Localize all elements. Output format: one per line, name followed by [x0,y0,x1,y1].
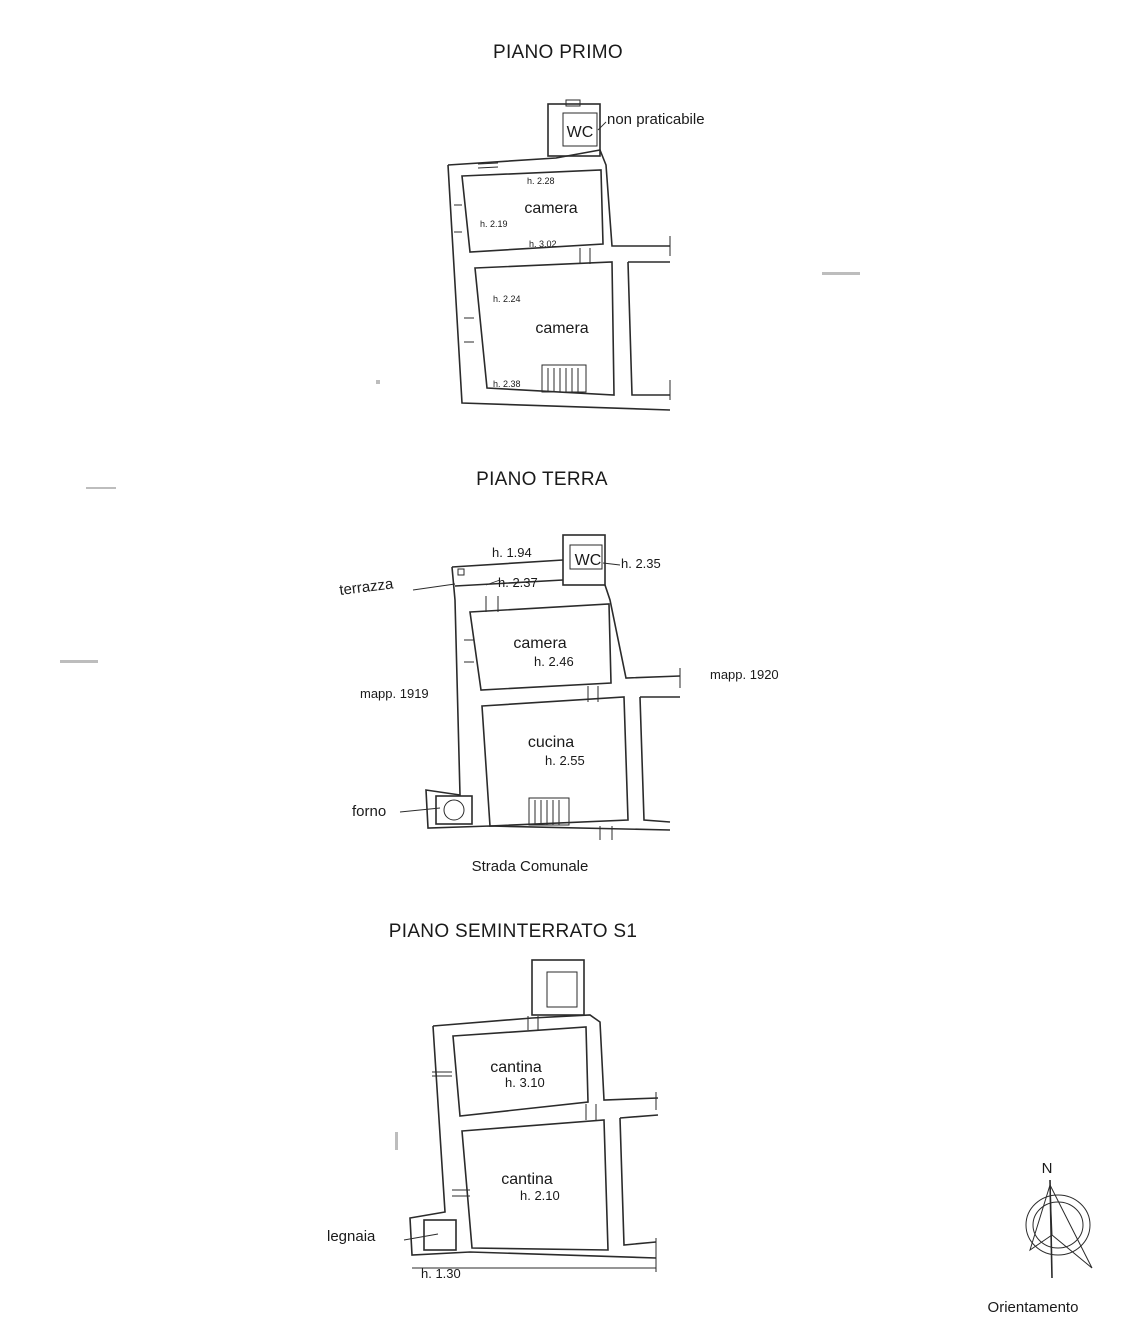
mapp-1920-label: mapp. 1920 [710,667,779,682]
legnaia-label: legnaia [327,1228,376,1245]
primo-height-1: h. 2.28 [527,176,555,186]
primo-height-4: h. 2.24 [493,294,521,304]
terra-height-1: h. 1.94 [492,545,532,560]
primo-height-2: h. 2.19 [480,219,508,229]
piano-terra-title: PIANO TERRA [476,469,608,490]
terra-height-3: h. 2.35 [621,556,661,571]
piano-seminterrato-plan [403,959,659,1272]
mapp-1919-label: mapp. 1919 [360,686,429,701]
terra-wc-label: WC [575,552,602,569]
piano-terra-plan [399,534,681,840]
primo-wc-label: WC [567,124,594,141]
primo-room-1-name: camera [524,200,577,217]
compass-rose-icon [1025,1179,1093,1279]
primo-height-5: h. 2.38 [493,379,521,389]
scan-specks [60,272,860,1150]
strada-comunale-label: Strada Comunale [472,858,589,875]
piano-seminterrato-title: PIANO SEMINTERRATO S1 [389,921,637,942]
forno-label: forno [352,803,386,820]
terra-room-2-name: cucina [528,734,574,751]
semi-room-1-height: h. 3.10 [505,1075,545,1090]
terra-room-1-height: h. 2.46 [534,654,574,669]
semi-room-1-name: cantina [490,1059,542,1076]
semi-room-2-name: cantina [501,1171,553,1188]
terra-height-2: h. 2.37 [498,575,538,590]
terrazza-label: terrazza [338,575,395,599]
primo-non-praticabile-note: non praticabile [607,111,705,128]
terra-room-1-name: camera [513,635,566,652]
primo-room-2-name: camera [535,320,588,337]
compass-orientamento-label: Orientamento [988,1299,1079,1316]
legnaia-height: h. 1.30 [421,1266,461,1281]
terra-room-2-height: h. 2.55 [545,753,585,768]
semi-room-2-height: h. 2.10 [520,1188,560,1203]
compass-north-label: N [1042,1160,1053,1177]
primo-height-3: h. 3.02 [529,239,557,249]
piano-primo-title: PIANO PRIMO [493,42,623,63]
piano-primo-plan [447,99,671,411]
